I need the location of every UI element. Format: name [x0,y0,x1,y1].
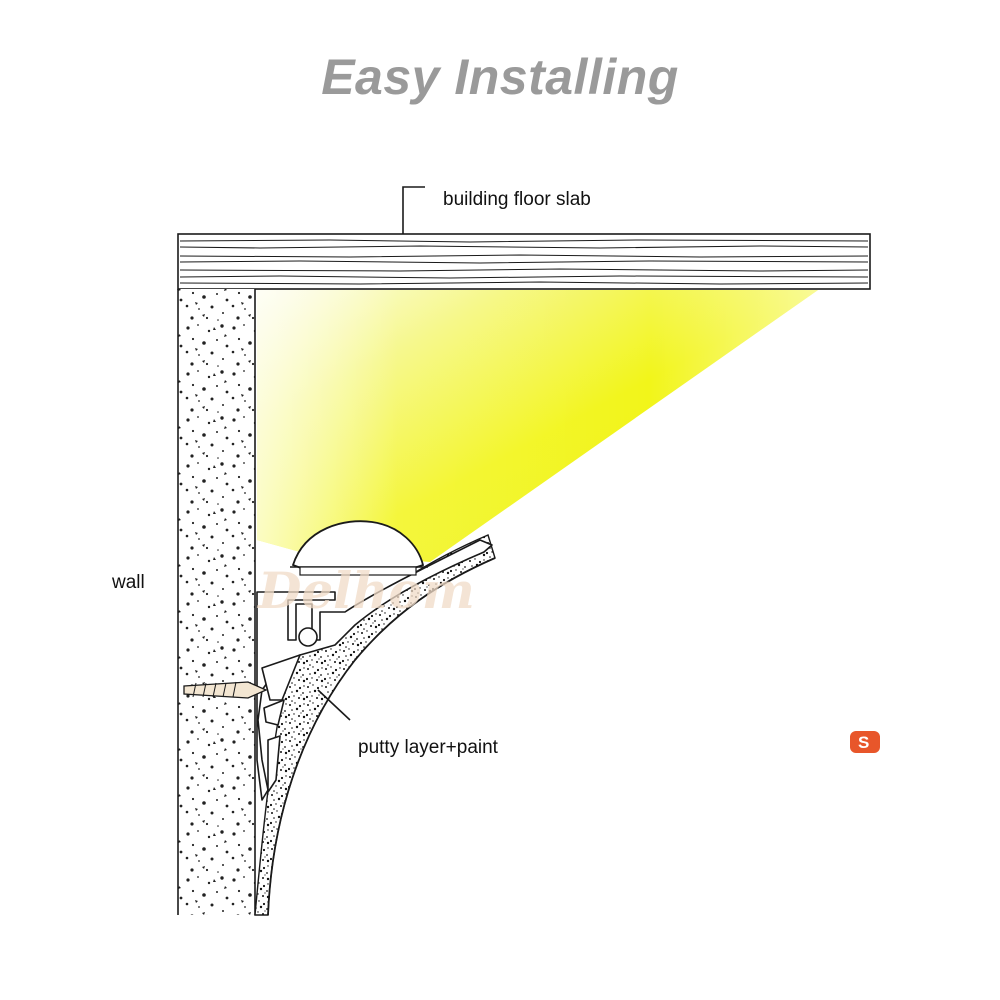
putty-leader [317,689,351,721]
anchor-screw [183,681,268,699]
leader-lines [317,186,425,721]
floor-slab-label: building floor slab [443,189,591,210]
diffuser-cover [290,520,428,576]
floor-slab [177,233,871,290]
brand-logo-letter: S [858,733,869,752]
floor-slab-leader [402,186,425,234]
light-beam [257,290,818,562]
page-title: Easy Installing [321,49,679,105]
wall-label: wall [111,572,145,593]
brand-logo-icon: S [850,731,880,753]
watermark: Delhom [256,561,475,620]
putty-label: putty layer+paint [358,737,499,758]
wall [177,289,256,915]
led-profile [256,539,493,801]
